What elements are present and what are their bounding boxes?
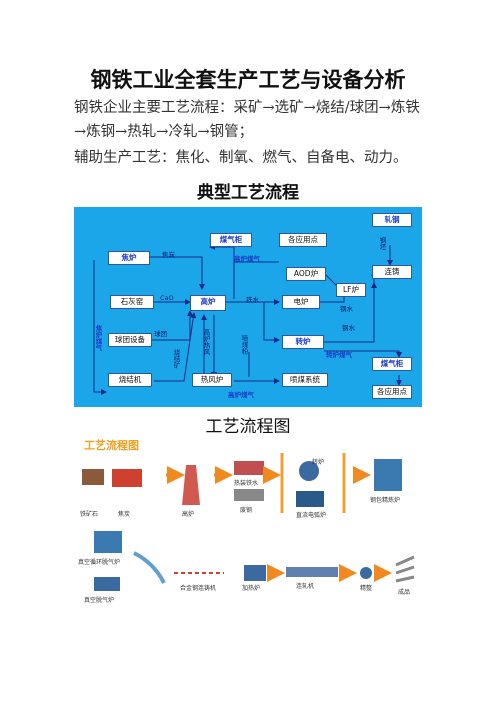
aod-furnace-box: AOD炉 [286, 267, 326, 281]
eaf-icon [296, 491, 324, 507]
reheat-furnace-icon [244, 565, 266, 581]
finishing-tag: 精整 [360, 585, 373, 592]
gas-holder-box: 煤气柜 [210, 233, 252, 247]
bf-gas-label: 高炉煤气 [234, 255, 260, 263]
converter-box: 转炉 [282, 335, 324, 349]
reheat-tag: 加热炉 [242, 585, 261, 592]
hot-air-label: 高炉热风 [202, 329, 210, 355]
eaf-tag: 直流电弧炉 [296, 512, 327, 519]
converter-gas-label: 转炉煤气 [326, 351, 352, 359]
rh-tag: 真空循环脱气炉 [78, 559, 121, 566]
mill-tag: 连轧机 [296, 583, 315, 590]
molten-iron-label: 铁水 [246, 296, 259, 304]
caster-tag: 合金钢连铸机 [180, 585, 217, 592]
application-points-bottom-box: 各应用点 [372, 385, 412, 399]
gas-holder-2-box: 煤气柜 [372, 357, 412, 371]
auxiliary-process-paragraph: 辅助生产工艺：焦化、制氧、燃气、自备电、动力。 [74, 150, 408, 166]
bf-gas-2-label: 高炉煤气 [228, 391, 254, 399]
coal-powder-label: 喷煤粉 [240, 335, 248, 355]
hot-metal-car-icon [234, 461, 264, 475]
cao-label: CaO [160, 294, 174, 302]
ladle-tag: 钢包精炼炉 [370, 497, 401, 504]
coke-tag: 焦炭 [118, 511, 131, 518]
scrap-tag: 废钢 [240, 507, 253, 514]
hot-metal-tag: 热装铁水 [234, 480, 259, 487]
blast-furnace-box: 高炉 [190, 295, 226, 311]
flow-arrows [93, 244, 402, 395]
ore-tag: 铁矿石 [80, 511, 99, 518]
coking-furnace-box: 焦炉 [108, 251, 150, 265]
section-heading-flow-chart: 工艺流程图 [205, 417, 291, 437]
rolling-mill-icon [286, 567, 338, 577]
coke-plant-icon [112, 469, 142, 487]
ladle-furnace-icon [374, 459, 402, 491]
sinter-ore-label: 烧结矿 [172, 349, 180, 369]
steel-water-2-label: 钢水 [342, 324, 355, 332]
lf-furnace-box: LF炉 [336, 283, 366, 297]
vd-degasser-icon [94, 577, 120, 591]
bf-tag: 高炉 [182, 511, 195, 518]
illustration-graphics [82, 453, 415, 591]
pellet-label: 球团 [154, 330, 167, 338]
rolling-mill-box: 轧钢 [372, 213, 412, 227]
vd-tag: 真空脱气炉 [84, 597, 115, 604]
process-flow-illustration: 工艺流程图 铁矿石 焦炭 高炉 热装 [74, 433, 422, 604]
electric-furnace-box: 电炉 [282, 295, 320, 309]
coke-gas-label: 焦炉煤气 [94, 325, 102, 351]
section-heading-typical-flow: 典型工艺流程 [197, 183, 299, 203]
billet-label: 钢坯 [378, 237, 386, 250]
coke-label: 焦炭 [162, 251, 175, 259]
product-icon [395, 555, 415, 583]
application-points-top-box: 各应用点 [279, 233, 327, 247]
document-title: 钢铁工业全套生产工艺与设备分析 [90, 68, 406, 92]
coal-injection-box: 喷煤系统 [282, 373, 328, 387]
ore-pile-icon [82, 469, 104, 485]
scrap-icon [234, 489, 264, 501]
main-process-paragraph: 钢铁企业主要工艺流程：采矿→选矿→烧结/球团→炼铁→炼钢→热轧→冷轧→钢管； [74, 100, 420, 140]
converter-icon [299, 461, 319, 481]
continuous-caster-box: 连铸 [372, 265, 412, 279]
rh-degasser-icon [94, 531, 122, 553]
finishing-icon [360, 567, 372, 579]
converter-tag: 转炉 [312, 459, 325, 466]
steel-water-label: 钢水 [340, 305, 353, 313]
blast-furnace-icon [182, 465, 200, 505]
typical-process-diagram: 焦炉 煤气柜 各应用点 轧钢 石灰窑 高炉 AOD炉 LF炉 电炉 连铸 球团设… [74, 207, 422, 407]
sinter-machine-box: 烧结机 [108, 373, 152, 387]
product-tag: 成品 [398, 589, 411, 596]
illustration-title: 工艺流程图 [84, 439, 139, 452]
lime-kiln-box: 石灰窑 [110, 295, 154, 309]
pellet-equipment-box: 球团设备 [108, 333, 152, 347]
hot-stove-box: 热风炉 [192, 373, 232, 387]
